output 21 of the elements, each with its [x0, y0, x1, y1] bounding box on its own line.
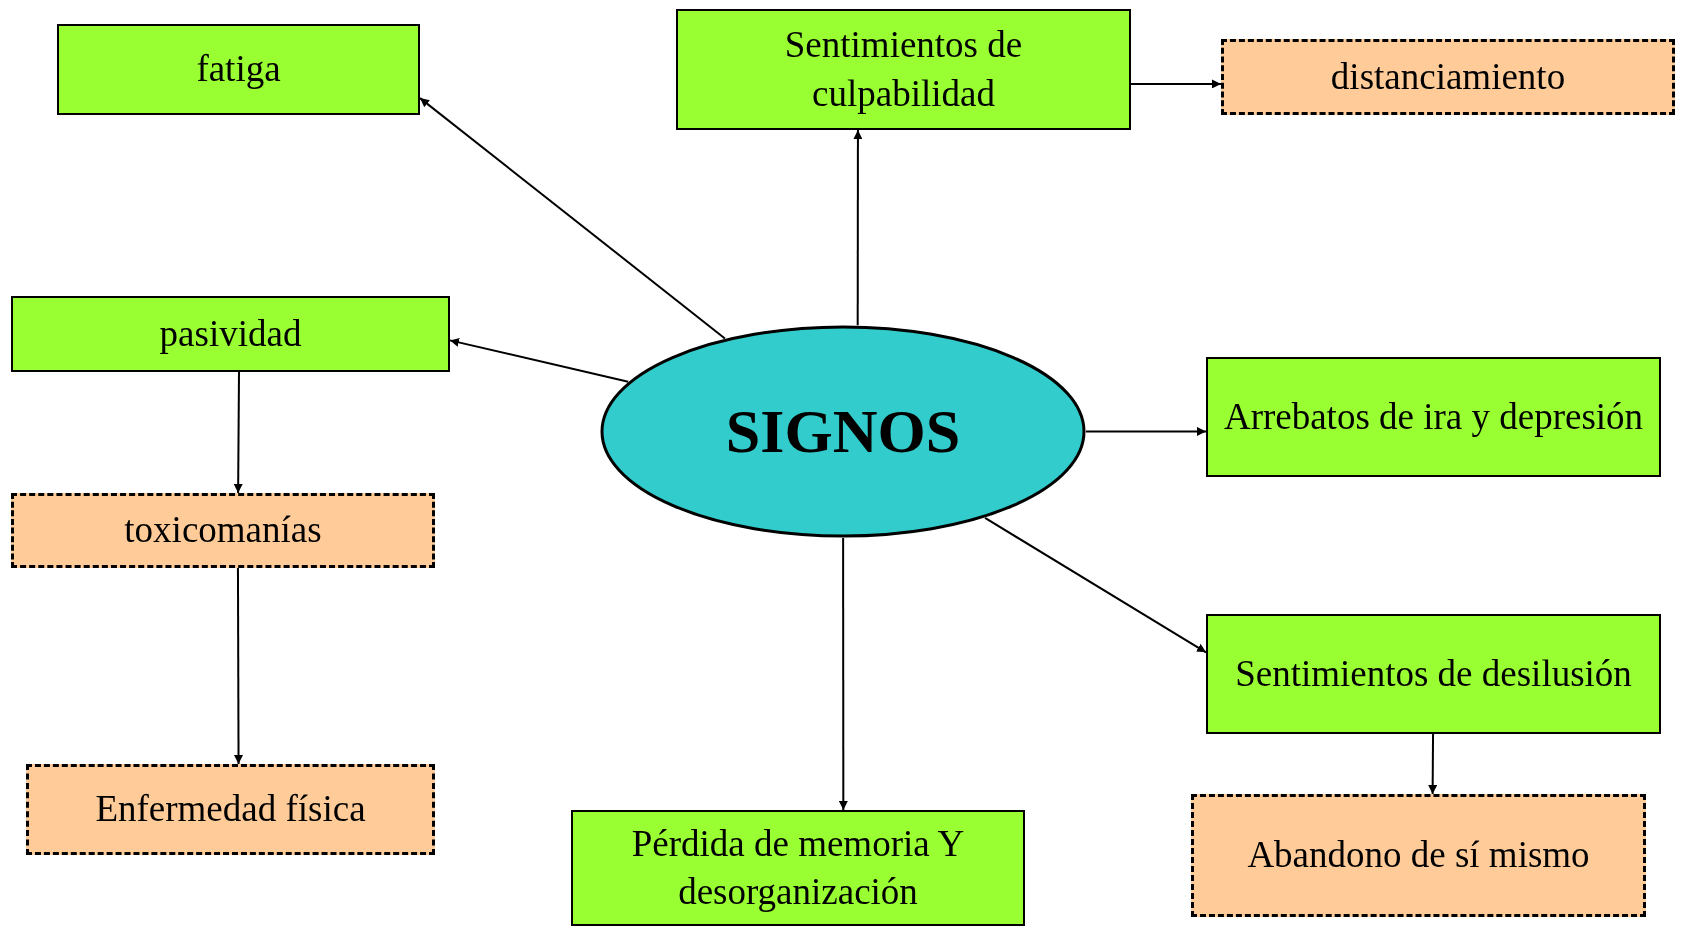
arrow: [234, 567, 243, 765]
process-box: Sentimientos de desilusión: [1206, 614, 1661, 734]
arrow: [1130, 79, 1222, 89]
dashed-box: distanciamiento: [1221, 39, 1675, 115]
arrow: [449, 338, 630, 383]
process-box: Sentimientos de culpabilidad: [676, 9, 1131, 130]
arrow: [1428, 733, 1438, 795]
arrow: [233, 371, 243, 494]
arrow: [838, 537, 848, 811]
central-label: SIGNOS: [725, 396, 961, 468]
dashed-box: toxicomanías: [11, 493, 435, 568]
arrow: [419, 97, 726, 340]
process-box: pasividad: [11, 296, 450, 372]
process-box: Pérdida de memoria Y desorganización: [571, 810, 1025, 926]
process-box: Arrebatos de ira y depresión: [1206, 357, 1661, 477]
arrow: [1085, 426, 1207, 436]
dashed-box: Enfermedad física: [26, 764, 435, 855]
process-box: fatiga: [57, 24, 420, 115]
arrow: [984, 516, 1207, 654]
arrow: [853, 129, 863, 327]
dashed-box: Abandono de sí mismo: [1191, 794, 1646, 917]
